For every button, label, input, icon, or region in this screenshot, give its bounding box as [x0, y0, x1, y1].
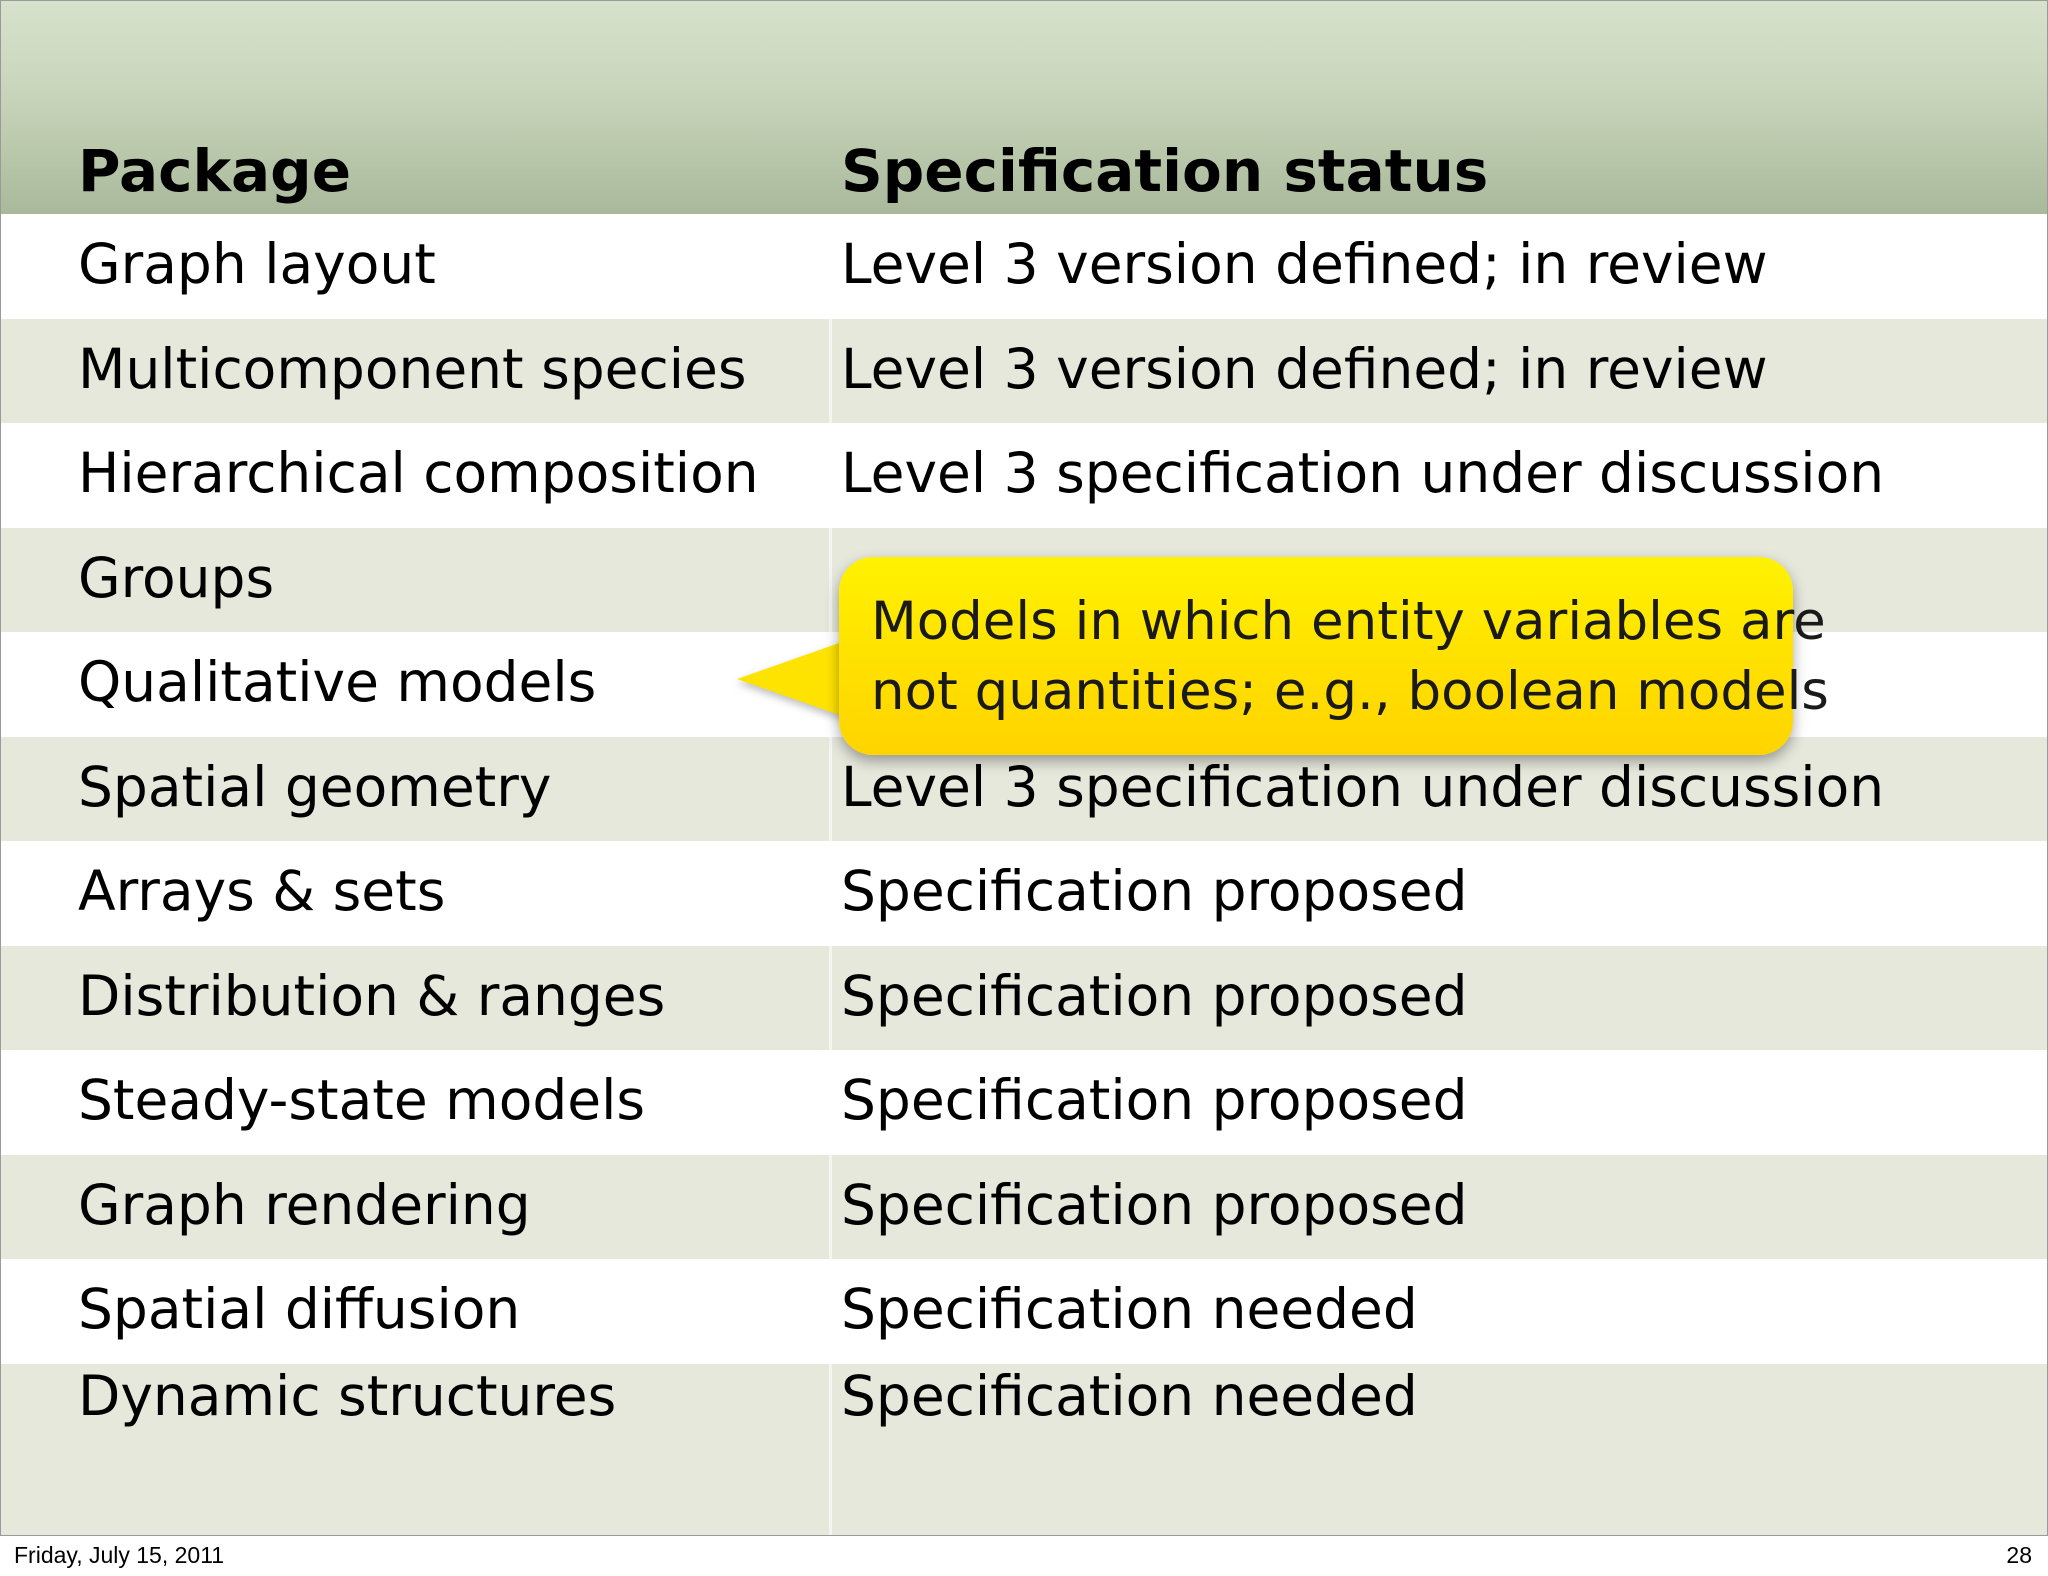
- status-cell: Level 3 specification under discussion: [841, 441, 1885, 505]
- table-row: Distribution & ranges Specification prop…: [1, 945, 2047, 1050]
- footer-date: Friday, July 15, 2011: [14, 1542, 225, 1568]
- table-row: Spatial diffusion Specification needed: [1, 1259, 2047, 1364]
- package-cell: Spatial geometry: [78, 754, 552, 819]
- package-cell: Arrays & sets: [78, 859, 446, 923]
- callout-text: Models in which entity variables are not…: [871, 587, 1829, 727]
- status-cell: Level 3 specification under discussion: [841, 754, 1885, 819]
- table-row: Steady-state models Specification propos…: [1, 1050, 2047, 1155]
- status-cell: Specification needed: [841, 1277, 1418, 1341]
- package-cell: Groups: [78, 545, 275, 610]
- package-cell: Qualitative models: [78, 650, 597, 714]
- table-header: Package Specification status: [1, 1, 2047, 214]
- status-cell: Specification needed: [841, 1363, 1418, 1428]
- column-header-status: Specification status: [841, 137, 1489, 205]
- package-cell: Graph layout: [78, 232, 436, 296]
- callout-pointer: [737, 641, 845, 717]
- package-cell: Dynamic structures: [78, 1363, 617, 1428]
- column-header-package: Package: [78, 137, 352, 205]
- status-cell: Specification proposed: [841, 963, 1468, 1028]
- status-cell: Level 3 version defined; in review: [841, 232, 1768, 296]
- table-row: Graph rendering Specification proposed: [1, 1154, 2047, 1259]
- table-row: Graph layout Level 3 version defined; in…: [1, 214, 2047, 319]
- column-divider: [829, 214, 832, 1535]
- table-row: Hierarchical composition Level 3 specifi…: [1, 423, 2047, 528]
- package-cell: Steady-state models: [78, 1068, 646, 1132]
- footer-page-number: 28: [2006, 1542, 2032, 1568]
- table-row: Dynamic structures Specification needed: [1, 1363, 2047, 1535]
- package-cell: Graph rendering: [78, 1172, 531, 1237]
- package-cell: Multicomponent species: [78, 336, 747, 401]
- package-cell: Spatial diffusion: [78, 1277, 521, 1341]
- status-cell: Specification proposed: [841, 859, 1468, 923]
- package-cell: Hierarchical composition: [78, 441, 759, 505]
- callout-bubble: Models in which entity variables are not…: [839, 557, 1829, 755]
- callout-line-2: not quantities; e.g., boolean models: [871, 661, 1829, 722]
- status-cell: Level 3 version defined; in review: [841, 336, 1768, 401]
- package-cell: Distribution & ranges: [78, 963, 666, 1028]
- table-body: Graph layout Level 3 version defined; in…: [1, 214, 2047, 1535]
- callout-line-1: Models in which entity variables are: [871, 591, 1826, 652]
- status-cell: Specification proposed: [841, 1172, 1468, 1237]
- table-row: Multicomponent species Level 3 version d…: [1, 318, 2047, 423]
- table-row: Arrays & sets Specification proposed: [1, 841, 2047, 946]
- status-cell: Specification proposed: [841, 1068, 1468, 1132]
- slide: Package Specification status Graph layou…: [0, 0, 2048, 1536]
